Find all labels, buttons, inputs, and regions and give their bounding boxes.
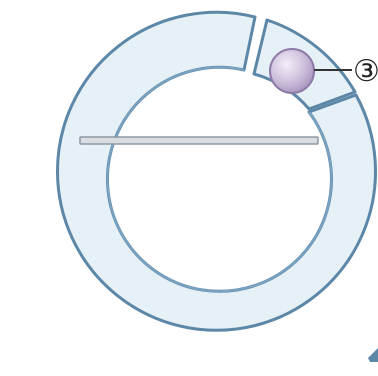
corner-mark <box>368 348 378 362</box>
ring-cross-bar <box>80 137 318 144</box>
callout-3-label: ③ <box>353 54 378 89</box>
bead-ball <box>270 49 314 93</box>
